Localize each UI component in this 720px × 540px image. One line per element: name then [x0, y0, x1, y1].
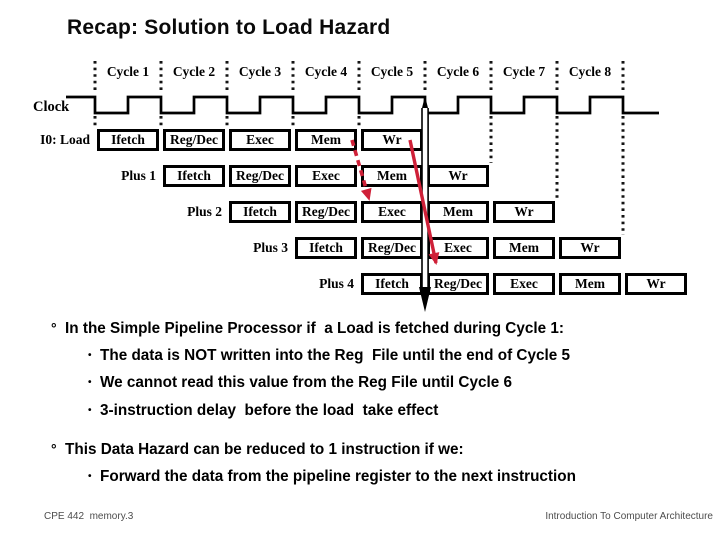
- stage-cell: Mem: [559, 273, 621, 295]
- pipeline-row-label: Plus 2: [187, 204, 222, 219]
- stage-cell: Exec: [295, 165, 357, 187]
- stage-cell: Ifetch: [163, 165, 225, 187]
- sub-bullet-item: • Forward the data from the pipeline reg…: [0, 468, 720, 486]
- bullet-text: In the Simple Pipeline Processor if a Lo…: [65, 320, 564, 337]
- sub-bullet-item: • The data is NOT written into the Reg F…: [0, 347, 720, 365]
- bullet-text: The data is NOT written into the Reg Fil…: [100, 347, 570, 364]
- stage-cell: Reg/Dec: [163, 129, 225, 151]
- hazard-arrow-dashed: [350, 139, 372, 201]
- stage-cell: Mem: [295, 129, 357, 151]
- stage-cell: Ifetch: [295, 237, 357, 259]
- bullet-text: This Data Hazard can be reduced to 1 ins…: [65, 441, 464, 458]
- clock-and-gridlines: [66, 61, 659, 235]
- stage-cell: Reg/Dec: [229, 165, 291, 187]
- cycle-label: Cycle 8: [568, 64, 612, 79]
- dot-bullet-mark: •: [88, 350, 92, 361]
- clock-label: Clock: [33, 99, 70, 115]
- dot-bullet-mark: •: [88, 377, 92, 388]
- bullet-text: Forward the data from the pipeline regis…: [100, 468, 576, 485]
- footer-course-label: CPE 442 memory.3: [44, 511, 134, 522]
- bullet-text: 3-instruction delay before the load take…: [100, 402, 439, 419]
- degree-bullet-mark: °: [51, 441, 57, 457]
- footer-course-title: Introduction To Computer Architecture: [545, 511, 713, 522]
- cycle-boundary-dotted-lines: [93, 61, 625, 235]
- stage-cell: Ifetch: [97, 129, 159, 151]
- cycle-label: Cycle 6: [436, 64, 480, 79]
- stage-cell: Ifetch: [229, 201, 291, 223]
- stage-cell: Reg/Dec: [295, 201, 357, 223]
- stage-cell: Reg/Dec: [427, 273, 489, 295]
- sub-bullet-item: • 3-instruction delay before the load ta…: [0, 402, 720, 420]
- degree-bullet-mark: °: [51, 320, 57, 336]
- stage-cell: Ifetch: [361, 273, 423, 295]
- cycle-label: Cycle 1: [106, 64, 150, 79]
- stage-cell: Wr: [493, 201, 555, 223]
- hazard-arrows-overlay: [350, 96, 440, 312]
- dot-bullet-mark: •: [88, 471, 92, 482]
- pipeline-row-label: I0: Load: [40, 132, 90, 147]
- stage-cell: Wr: [625, 273, 687, 295]
- clock-waveform: [66, 95, 659, 115]
- stage-cell: Wr: [559, 237, 621, 259]
- bullet-text: We cannot read this value from the Reg F…: [100, 374, 512, 391]
- stage-cell: Exec: [427, 237, 489, 259]
- bullet-item: ° This Data Hazard can be reduced to 1 i…: [0, 441, 720, 459]
- cycle-label: Cycle 3: [238, 64, 282, 79]
- stage-cell: Mem: [493, 237, 555, 259]
- bullet-item: ° In the Simple Pipeline Processor if a …: [0, 320, 720, 338]
- pipeline-row-label: Plus 1: [121, 168, 156, 183]
- cycle-label: Cycle 5: [370, 64, 414, 79]
- dot-bullet-mark: •: [88, 405, 92, 416]
- sub-bullet-item: • We cannot read this value from the Reg…: [0, 374, 720, 392]
- cycle-label: Cycle 2: [172, 64, 216, 79]
- pipeline-row-label: Plus 4: [319, 276, 354, 291]
- stage-cell: Exec: [493, 273, 555, 295]
- cycle-label: Cycle 7: [502, 64, 546, 79]
- hazard-arrow-solid: [408, 139, 440, 265]
- slide-title: Recap: Solution to Load Hazard: [67, 16, 391, 39]
- cycle-label: Cycle 4: [304, 64, 348, 79]
- stage-cell: Exec: [361, 201, 423, 223]
- pipeline-row-label: Plus 3: [253, 240, 288, 255]
- stage-cell: Exec: [229, 129, 291, 151]
